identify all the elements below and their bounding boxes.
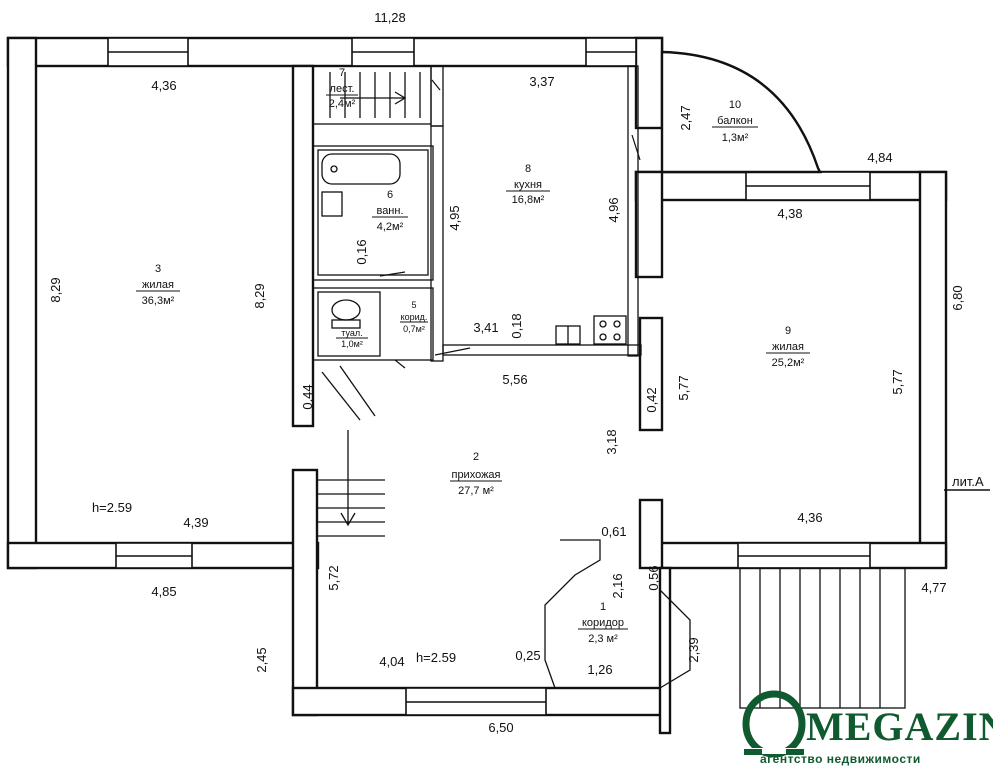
dim-11-28: 11,28 [374, 10, 406, 25]
svg-text:2: 2 [473, 451, 479, 463]
dim-2-39: 2,39 [686, 637, 701, 662]
windows [107, 37, 871, 716]
dim-4-36-bottom: 4,36 [797, 510, 822, 525]
dim-2-47: 2,47 [678, 105, 693, 130]
room-4-label: туал. 1,0м² [336, 328, 368, 349]
svg-text:2,3 м²: 2,3 м² [588, 633, 618, 645]
dim-0-18: 0,18 [509, 313, 524, 338]
dim-5-77-right: 5,77 [890, 369, 905, 394]
dim-4-96: 4,96 [606, 197, 621, 222]
svg-text:9: 9 [785, 325, 791, 337]
svg-text:2,4м²: 2,4м² [329, 98, 356, 110]
dim-6-50: 6,50 [488, 720, 513, 735]
dim-4-77: 4,77 [921, 580, 946, 595]
logo-name: MEGAZIN [806, 704, 993, 749]
stair-steps-hall [317, 365, 385, 537]
dim-2-16: 2,16 [610, 573, 625, 598]
svg-text:1,3м²: 1,3м² [722, 132, 749, 144]
svg-text:жилая: жилая [772, 341, 804, 353]
balcony-outline [660, 50, 822, 174]
dim-0-42: 0,42 [644, 387, 659, 412]
stair-down-arrow-icon [340, 430, 356, 527]
dim-3-37: 3,37 [529, 74, 554, 89]
dim-3-41: 3,41 [473, 320, 498, 335]
dim-4-95: 4,95 [447, 205, 462, 230]
dim-2-45: 2,45 [254, 647, 269, 672]
svg-text:туал.: туал. [341, 328, 362, 338]
room-6-label: 6 ванн. 4,2м² [372, 189, 408, 233]
dim-1-26: 1,26 [587, 662, 612, 677]
dim-8-29-right: 8,29 [252, 283, 267, 308]
dim-0-56: 0,56 [646, 565, 661, 590]
dim-0-16: 0,16 [354, 239, 369, 264]
bathtub-icon [321, 153, 401, 185]
svg-text:3: 3 [155, 263, 161, 275]
dim-0-25: 0,25 [515, 648, 540, 663]
dim-5-77-left: 5,77 [676, 375, 691, 400]
svg-text:кухня: кухня [514, 179, 542, 191]
logo-subtitle: агентство недвижимости [760, 752, 921, 766]
stove-icon [593, 315, 627, 345]
room-5-label: 5 корид. 0,7м² [400, 300, 428, 334]
omegazin-logo: MEGAZIN агентство недвижимости [742, 690, 993, 766]
dim-8-29-left: 8,29 [48, 277, 63, 302]
svg-text:27,7 м²: 27,7 м² [458, 485, 494, 497]
svg-text:7: 7 [339, 67, 345, 79]
svg-text:коридор: коридор [582, 617, 624, 629]
room-3-label: 3 жилая 36,3м² [136, 263, 180, 307]
omega-ring-icon [742, 690, 806, 758]
room-10-label: 10 балкон 1,3м² [712, 99, 758, 144]
corridor-1-walls [544, 539, 691, 689]
dim-5-56: 5,56 [502, 372, 527, 387]
svg-text:корид.: корид. [401, 312, 428, 322]
svg-text:ванн.: ванн. [376, 205, 403, 217]
svg-text:10: 10 [729, 99, 741, 111]
room-2-label: 2 прихожая 27,7 м² [450, 451, 502, 497]
svg-text:балкон: балкон [717, 115, 753, 127]
svg-text:5: 5 [411, 300, 416, 310]
svg-text:25,2м²: 25,2м² [772, 357, 805, 369]
kitchen-sink-icon [555, 325, 581, 345]
dim-0-44: 0,44 [300, 384, 315, 409]
svg-text:16,8м²: 16,8м² [512, 194, 545, 206]
dim-4-36-top: 4,36 [151, 78, 176, 93]
dim-4-84: 4,84 [867, 150, 892, 165]
room-9-label: 9 жилая 25,2м² [766, 325, 810, 369]
dim-4-38: 4,38 [777, 206, 802, 221]
svg-text:1: 1 [600, 601, 606, 613]
dim-4-39: 4,39 [183, 515, 208, 530]
svg-text:6: 6 [387, 189, 393, 201]
svg-text:8: 8 [525, 163, 531, 175]
dim-4-85: 4,85 [151, 584, 176, 599]
partitions [312, 65, 642, 362]
room-7-label: 7 лест. 2,4м² [326, 67, 358, 110]
svg-text:0,7м²: 0,7м² [403, 324, 425, 334]
dim-5-72: 5,72 [326, 565, 341, 590]
svg-text:жилая: жилая [142, 279, 174, 291]
dimension-labels: 11,28 4,36 3,37 2,47 4,84 4,38 6,80 8,29… [48, 10, 984, 735]
lit-a-marker: лит.А [952, 474, 984, 489]
room-8-label: 8 кухня 16,8м² [506, 163, 550, 206]
stair-arrow-icon [340, 91, 407, 105]
room-1-label: 1 коридор 2,3 м² [578, 601, 628, 645]
door-swings [379, 79, 641, 369]
svg-text:36,3м²: 36,3м² [142, 295, 175, 307]
entrance-steps [739, 567, 906, 709]
svg-text:прихожая: прихожая [451, 469, 500, 481]
toilet-icon [331, 299, 361, 329]
dim-0-61: 0,61 [601, 524, 626, 539]
dim-4-04: 4,04 [379, 654, 404, 669]
height-room-3: h=2.59 [92, 500, 132, 515]
svg-text:4,2м²: 4,2м² [377, 221, 404, 233]
sink-icon [321, 191, 343, 217]
height-hall: h=2.59 [416, 650, 456, 665]
stair-steps-top [329, 72, 421, 118]
svg-text:1,0м²: 1,0м² [341, 339, 363, 349]
svg-text:лест.: лест. [330, 83, 355, 95]
dim-6-80: 6,80 [950, 285, 965, 310]
dim-3-18: 3,18 [604, 429, 619, 454]
